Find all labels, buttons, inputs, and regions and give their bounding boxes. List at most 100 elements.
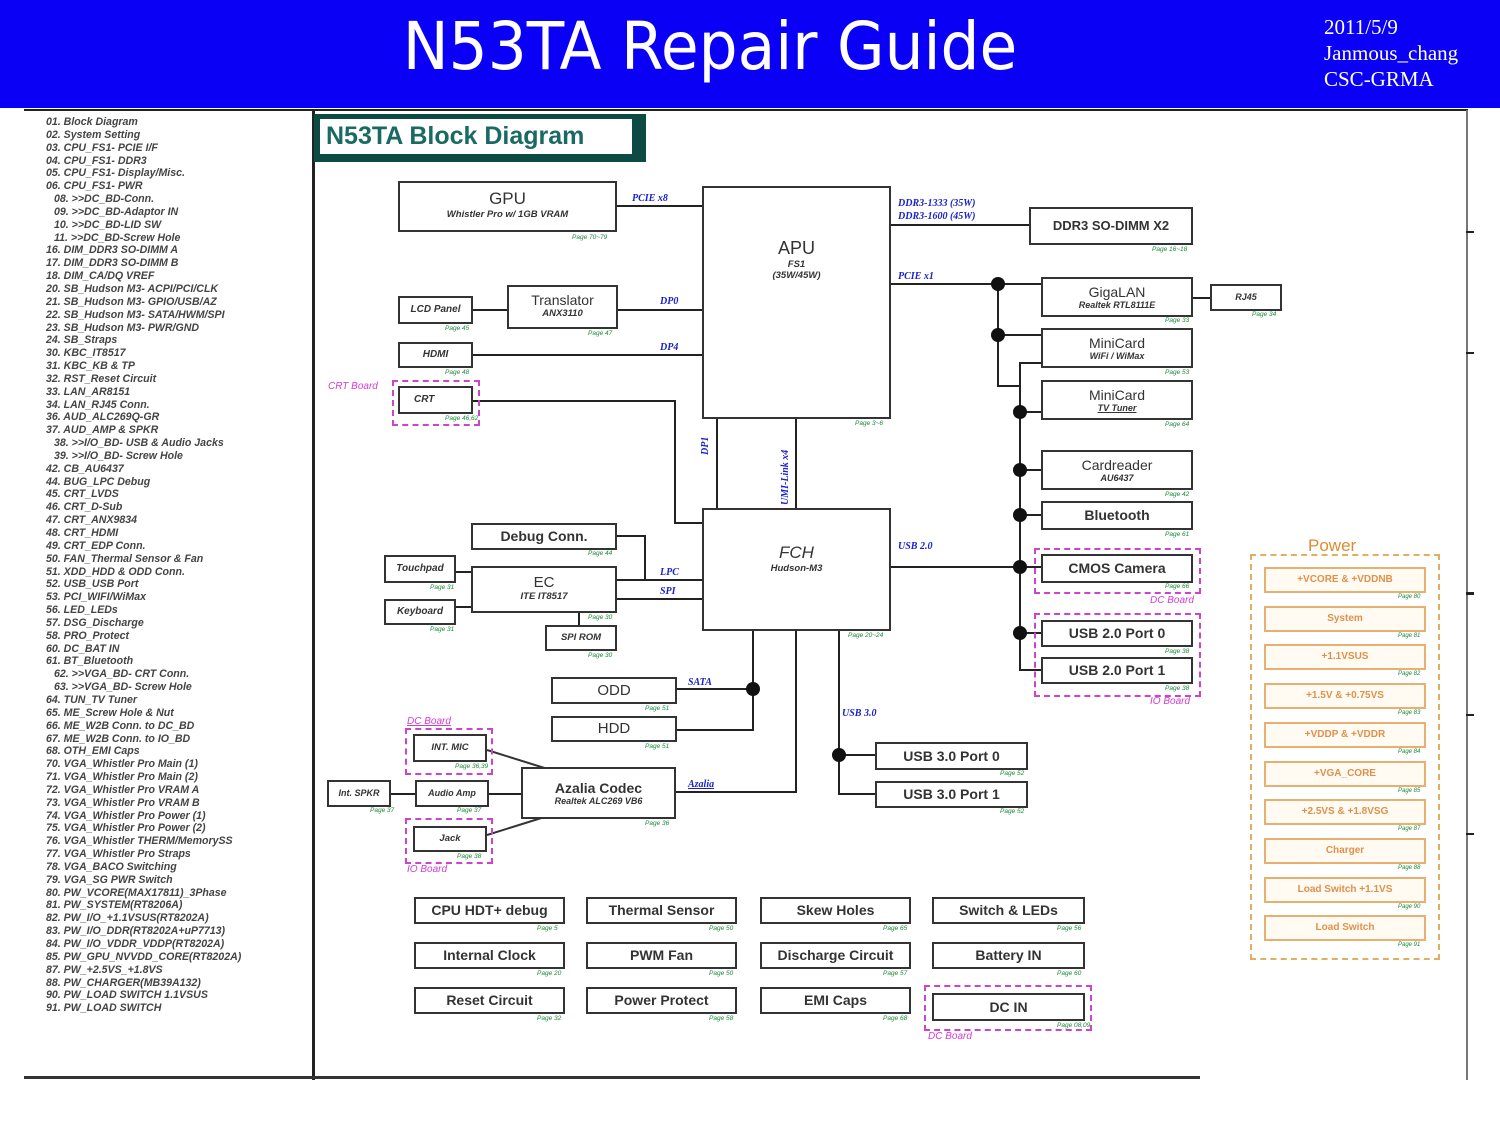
- toc-item[interactable]: 71. VGA_Whistler Pro Main (2): [46, 771, 198, 784]
- toc-item[interactable]: 20. SB_Hudson M3- ACPI/PCI/CLK: [46, 282, 219, 295]
- toc-item[interactable]: 58. PRO_Protect: [46, 629, 130, 642]
- toc-item[interactable]: 49. CRT_EDP Conn.: [46, 539, 146, 552]
- block-usb30-port0[interactable]: USB 3.0 Port 0: [875, 742, 1028, 770]
- block-touchpad[interactable]: Touchpad: [384, 555, 456, 583]
- toc-item[interactable]: 50. FAN_Thermal Sensor & Fan: [46, 552, 204, 565]
- toc-item[interactable]: 22. SB_Hudson M3- SATA/HWM/SPI: [46, 308, 225, 321]
- toc-item[interactable]: 33. LAN_AR8151: [46, 385, 131, 398]
- toc-item[interactable]: 04. CPU_FS1- DDR3: [46, 154, 147, 167]
- power-item[interactable]: +VGA_CORE: [1264, 760, 1426, 787]
- toc-item[interactable]: 18. DIM_CA/DQ VREF: [46, 270, 155, 283]
- toc-item[interactable]: 84. PW_I/O_VDDR_VDDP(RT8202A): [46, 938, 225, 950]
- toc-item[interactable]: 82. PW_I/O_+1.1VSUS(RT8202A): [46, 912, 209, 925]
- block-lcd[interactable]: LCD Panel: [398, 296, 473, 324]
- toc-item[interactable]: 38. >>I/O_BD- USB & Audio Jacks: [54, 437, 224, 450]
- misc-block[interactable]: Power Protect: [586, 987, 737, 1014]
- toc-item[interactable]: 02. System Setting: [46, 128, 141, 141]
- power-item[interactable]: System: [1264, 605, 1426, 632]
- misc-block[interactable]: Internal Clock: [414, 942, 565, 969]
- block-bluetooth[interactable]: Bluetooth: [1041, 501, 1193, 530]
- toc-item[interactable]: 16. DIM_DDR3 SO-DIMM A: [46, 244, 179, 257]
- block-usb20-port1[interactable]: USB 2.0 Port 1: [1041, 657, 1193, 684]
- block-apu[interactable]: APU FS1 (35W/45W): [702, 186, 891, 419]
- toc-item[interactable]: 67. ME_W2B Conn. to IO_BD: [46, 732, 191, 745]
- toc-item[interactable]: 23. SB_Hudson M3- PWR/GND: [46, 321, 200, 334]
- block-minicard-tv[interactable]: MiniCard TV Tuner: [1041, 380, 1193, 420]
- block-odd[interactable]: ODD: [551, 677, 677, 704]
- block-ddr3[interactable]: DDR3 SO-DIMM X2: [1029, 207, 1193, 245]
- toc-item[interactable]: 52. USB_USB Port: [46, 578, 139, 591]
- toc-item[interactable]: 72. VGA_Whistler Pro VRAM A: [46, 783, 200, 796]
- toc-item[interactable]: 60. DC_BAT IN: [46, 642, 120, 655]
- toc-item[interactable]: 75. VGA_Whistler Pro Power (2): [46, 822, 206, 835]
- block-int-spkr[interactable]: Int. SPKR: [327, 780, 391, 807]
- toc-item[interactable]: 17. DIM_DDR3 SO-DIMM B: [46, 257, 179, 270]
- toc-item[interactable]: 36. AUD_ALC269Q-GR: [46, 411, 160, 424]
- toc-item[interactable]: 81. PW_SYSTEM(RT8206A): [46, 899, 183, 912]
- toc-item[interactable]: 10. >>DC_BD-LID SW: [54, 218, 162, 231]
- misc-block[interactable]: Reset Circuit: [414, 987, 565, 1014]
- toc-item[interactable]: 73. VGA_Whistler Pro VRAM B: [46, 796, 200, 809]
- toc-item[interactable]: 11. >>DC_BD-Screw Hole: [54, 231, 181, 244]
- block-rj45[interactable]: RJ45: [1210, 284, 1282, 311]
- toc-item[interactable]: 79. VGA_SG PWR Switch: [46, 873, 173, 886]
- toc-item[interactable]: 61. BT_Bluetooth: [46, 655, 134, 668]
- toc-item[interactable]: 51. XDD_HDD & ODD Conn.: [46, 565, 185, 578]
- toc-item[interactable]: 62. >>VGA_BD- CRT Conn.: [54, 668, 190, 681]
- block-fch[interactable]: FCH Hudson-M3: [702, 508, 891, 631]
- toc-item[interactable]: 09. >>DC_BD-Adaptor IN: [54, 205, 179, 218]
- toc-item[interactable]: 78. VGA_BACO Switching: [46, 860, 177, 873]
- block-cardreader[interactable]: Cardreader AU6437: [1041, 450, 1193, 490]
- toc-item[interactable]: 48. CRT_HDMI: [46, 527, 119, 539]
- toc-item[interactable]: 42. CB_AU6437: [46, 462, 124, 475]
- toc-item[interactable]: 37. AUD_AMP & SPKR: [46, 424, 159, 437]
- block-ec[interactable]: EC ITE IT8517: [471, 566, 617, 613]
- block-gigalan[interactable]: GigaLAN Realtek RTL8111E: [1041, 277, 1193, 317]
- toc-item[interactable]: 03. CPU_FS1- PCIE I/F: [46, 141, 158, 154]
- power-item[interactable]: +VCORE & +VDDNB: [1264, 567, 1426, 593]
- toc-item[interactable]: 56. LED_LEDs: [46, 604, 118, 617]
- power-item[interactable]: Load Switch: [1264, 915, 1426, 942]
- toc-item[interactable]: 66. ME_W2B Conn. to DC_BD: [46, 719, 195, 732]
- block-azalia-codec[interactable]: Azalia Codec Realtek ALC269 VB6: [521, 767, 676, 819]
- misc-block[interactable]: Battery IN: [932, 942, 1085, 969]
- toc-item[interactable]: 21. SB_Hudson M3- GPIO/USB/AZ: [46, 295, 217, 308]
- misc-block[interactable]: PWM Fan: [586, 942, 737, 969]
- toc-item[interactable]: 74. VGA_Whistler Pro Power (1): [46, 809, 206, 822]
- toc-item[interactable]: 31. KBC_KB & TP: [46, 360, 135, 373]
- toc-item[interactable]: 47. CRT_ANX9834: [46, 514, 138, 527]
- power-item[interactable]: Load Switch +1.1VS: [1264, 876, 1426, 903]
- power-item[interactable]: +2.5VS & +1.8VSG: [1264, 799, 1426, 826]
- toc-item[interactable]: 76. VGA_Whistler THERM/MemorySS: [46, 835, 233, 848]
- block-gpu[interactable]: GPU Whistler Pro w/ 1GB VRAM: [398, 181, 617, 232]
- block-jack[interactable]: Jack: [413, 826, 487, 852]
- toc-item[interactable]: 77. VGA_Whistler Pro Straps: [46, 848, 191, 861]
- toc-item[interactable]: 70. VGA_Whistler Pro Main (1): [46, 758, 198, 771]
- misc-block[interactable]: Skew Holes: [760, 897, 911, 924]
- toc-item[interactable]: 90. PW_LOAD SWITCH 1.1VSUS: [46, 989, 208, 1002]
- power-item[interactable]: +1.5V & +0.75VS: [1264, 683, 1426, 710]
- toc-item[interactable]: 39. >>I/O_BD- Screw Hole: [54, 449, 183, 462]
- toc-item[interactable]: 87. PW_+2.5VS_+1.8VS: [46, 963, 163, 976]
- block-hdd[interactable]: HDD: [551, 716, 677, 742]
- toc-item[interactable]: 83. PW_I/O_DDR(RT8202A+uP7713): [46, 925, 226, 938]
- toc-item[interactable]: 44. BUG_LPC Debug: [46, 475, 151, 488]
- block-crt[interactable]: CRT: [398, 386, 473, 414]
- toc-item[interactable]: 68. OTH_EMI Caps: [46, 745, 140, 758]
- toc-item[interactable]: 64. TUN_TV Tuner: [46, 693, 138, 706]
- misc-block[interactable]: EMI Caps: [760, 987, 911, 1014]
- toc-item[interactable]: 88. PW_CHARGER(MB39A132): [46, 976, 201, 989]
- block-translator[interactable]: Translator ANX3110: [507, 285, 618, 329]
- block-cmos-camera[interactable]: CMOS Camera: [1041, 554, 1193, 583]
- power-item[interactable]: +VDDP & +VDDR: [1264, 721, 1426, 748]
- block-spi-rom[interactable]: SPI ROM: [545, 625, 617, 651]
- toc-item[interactable]: 32. RST_Reset Circuit: [46, 372, 157, 385]
- toc-item[interactable]: 63. >>VGA_BD- Screw Hole: [54, 681, 192, 694]
- toc-item[interactable]: 06. CPU_FS1- PWR: [46, 180, 143, 193]
- power-item[interactable]: +1.1VSUS: [1264, 644, 1426, 671]
- misc-block[interactable]: CPU HDT+ debug: [414, 897, 565, 924]
- toc-item[interactable]: 53. PCI_WIFI/WiMax: [46, 591, 146, 604]
- toc-item[interactable]: 80. PW_VCORE(MAX17811)_3Phase: [46, 886, 227, 899]
- toc-item[interactable]: 85. PW_GPU_NVVDD_CORE(RT8202A): [46, 950, 242, 963]
- toc-item[interactable]: 34. LAN_RJ45 Conn.: [46, 398, 150, 411]
